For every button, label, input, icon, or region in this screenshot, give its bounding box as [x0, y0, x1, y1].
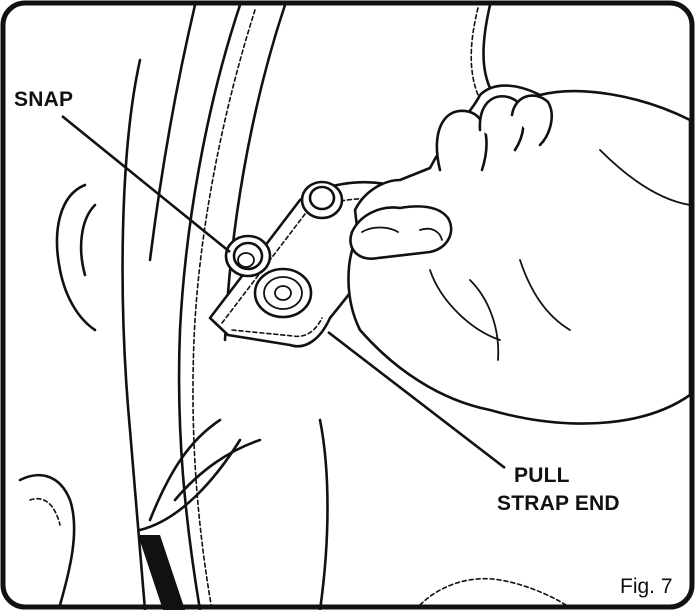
snap [226, 236, 270, 276]
snap-label: SNAP [14, 88, 73, 111]
upper-snap [302, 182, 342, 218]
pull-label: PULL [514, 464, 570, 487]
figure-caption: Fig. 7 [620, 575, 673, 598]
strap-grommet [255, 269, 311, 317]
strap-end-label: STRAP END [497, 492, 620, 515]
